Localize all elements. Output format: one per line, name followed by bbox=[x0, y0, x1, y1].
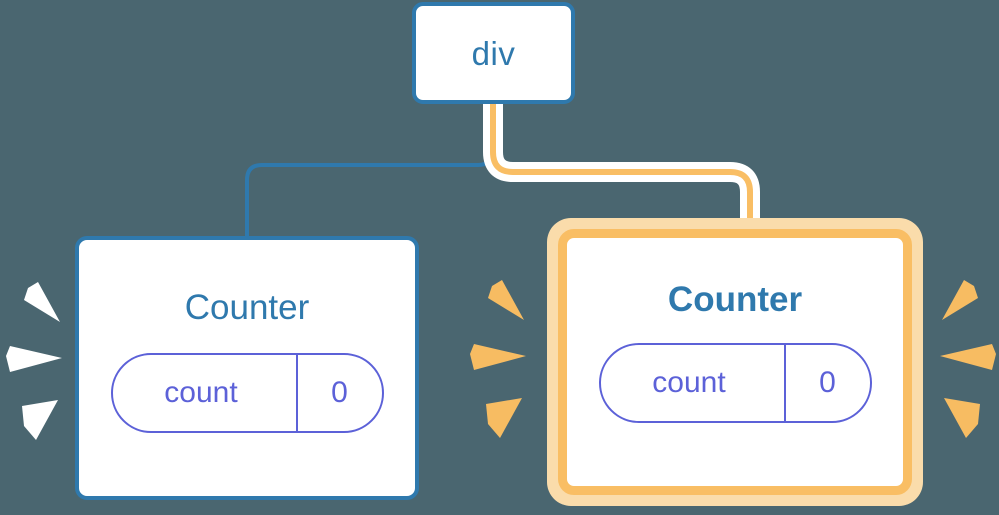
state-value-right: 0 bbox=[783, 345, 870, 421]
node-counter-right-label: Counter bbox=[667, 280, 803, 319]
state-value-left: 0 bbox=[295, 355, 382, 431]
sparkle-burst-middle-icon bbox=[468, 276, 538, 446]
node-counter-right[interactable]: Counter count 0 bbox=[547, 218, 923, 506]
edge-div-to-counter-right bbox=[490, 100, 753, 235]
edge-div-to-counter-right-halo bbox=[483, 93, 760, 242]
state-pill-right: count 0 bbox=[598, 343, 872, 423]
sparkle-burst-left-icon bbox=[4, 278, 74, 448]
state-key-left: count bbox=[164, 376, 238, 409]
state-key-right: count bbox=[652, 366, 726, 399]
node-counter-left[interactable]: Counter count 0 bbox=[75, 236, 419, 500]
state-pill-left: count 0 bbox=[110, 353, 384, 433]
sparkle-burst-right-icon bbox=[928, 276, 998, 446]
node-div[interactable]: div bbox=[412, 2, 575, 104]
node-counter-left-label: Counter bbox=[184, 288, 310, 327]
node-div-label: div bbox=[471, 34, 516, 72]
edge-div-to-counter-left bbox=[245, 101, 495, 238]
highlight-ring: Counter count 0 bbox=[558, 229, 912, 495]
